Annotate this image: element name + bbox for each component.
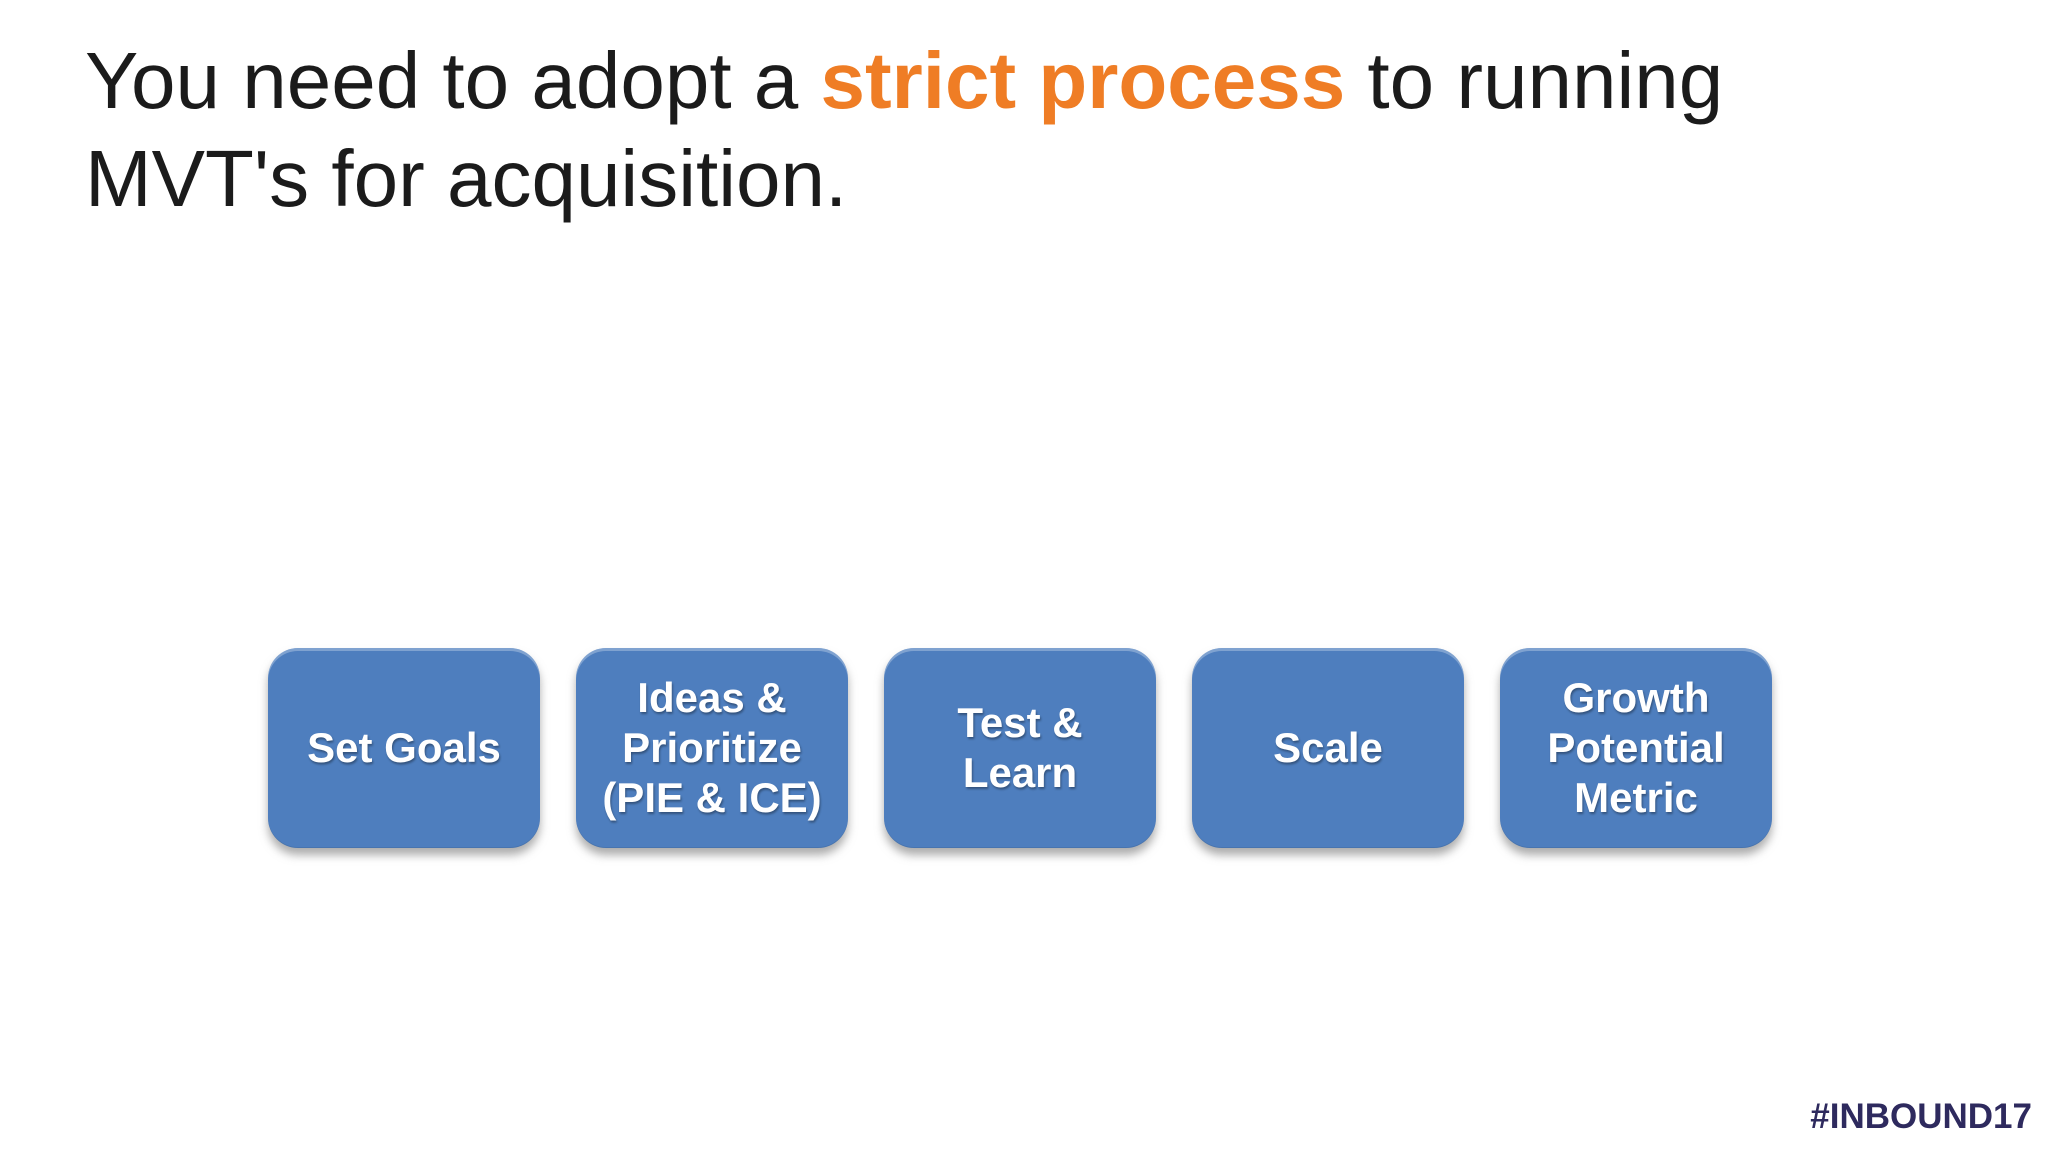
- step-scale-box: Scale: [1192, 648, 1464, 848]
- slide-title: You need to adopt a strict process to ru…: [85, 32, 1965, 228]
- step-label: Test & Learn: [957, 699, 1083, 796]
- step-label: Scale: [1273, 724, 1383, 771]
- step-set-goals-box: Set Goals: [268, 648, 540, 848]
- process-steps-row: Set Goals Ideas & Prioritize (PIE & ICE)…: [268, 648, 1772, 848]
- step-ideas-prioritize-box: Ideas & Prioritize (PIE & ICE): [576, 648, 848, 848]
- title-text-post: to running: [1345, 36, 1724, 125]
- step-label: Growth Potential Metric: [1547, 674, 1725, 821]
- title-highlight: strict process: [820, 36, 1346, 125]
- step-label: Set Goals: [307, 724, 501, 771]
- step-label: Ideas & Prioritize (PIE & ICE): [602, 674, 822, 821]
- step-growth-potential-metric-box: Growth Potential Metric: [1500, 648, 1772, 848]
- footer-hashtag: #INBOUND17: [1810, 1097, 2032, 1136]
- title-text-pre: You need to adopt a: [85, 36, 821, 125]
- title-line2: MVT's for acquisition.: [85, 134, 848, 223]
- step-test-learn-box: Test & Learn: [884, 648, 1156, 848]
